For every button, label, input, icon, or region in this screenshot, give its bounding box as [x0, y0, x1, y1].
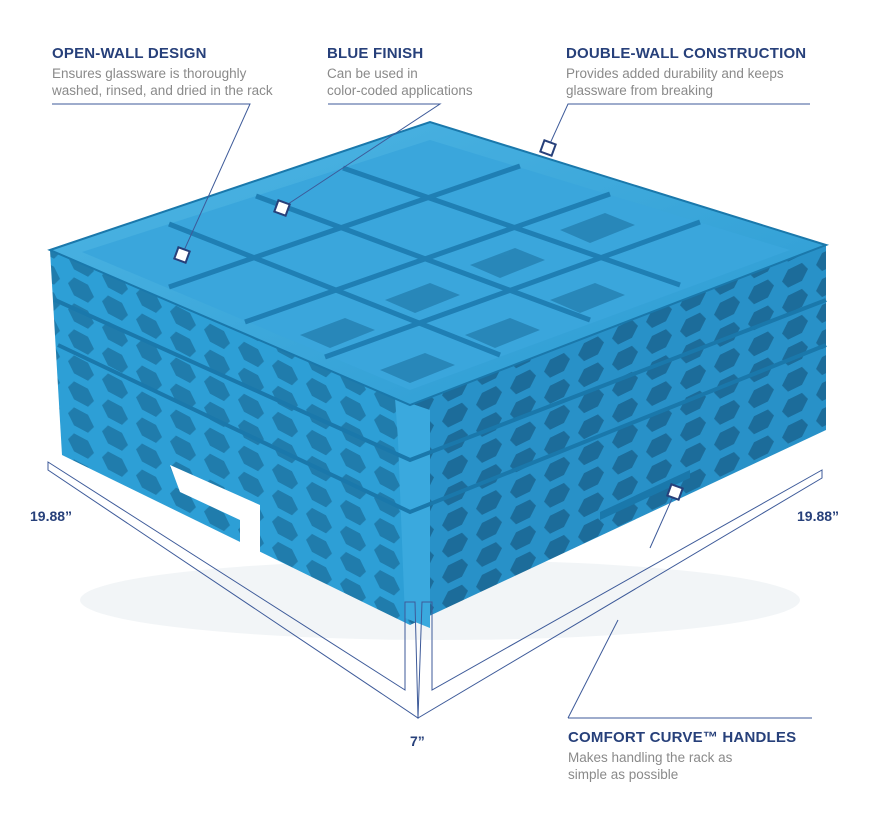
callout-desc-line: color-coded applications	[327, 83, 473, 98]
callout-blue-finish: BLUE FINISH Can be used in color-coded a…	[327, 45, 473, 99]
callout-desc-line: Makes handling the rack as	[568, 750, 733, 765]
left-handle	[170, 465, 260, 555]
callout-title: COMFORT CURVE™ HANDLES	[568, 729, 797, 746]
callout-title: BLUE FINISH	[327, 45, 424, 62]
right-handle	[600, 470, 690, 520]
callout-open-wall: OPEN-WALL DESIGN Ensures glassware is th…	[52, 45, 273, 99]
compartment-grid	[168, 163, 701, 360]
dimension-left: 19.88”	[30, 508, 73, 524]
callout-desc-line: washed, rinsed, and dried in the rack	[52, 83, 273, 98]
callout-title: OPEN-WALL DESIGN	[52, 45, 207, 62]
callout-desc-line: Provides added durability and keeps	[566, 66, 784, 81]
extender-seam	[54, 298, 827, 463]
callout-desc-line: Can be used in	[327, 66, 418, 81]
dimension-arrows	[47, 461, 823, 719]
extender-seam	[57, 343, 827, 515]
callout-desc-line: glassware from breaking	[566, 83, 714, 98]
callout-title: DOUBLE-WALL CONSTRUCTION	[566, 45, 807, 62]
callout-desc-line: simple as possible	[568, 767, 679, 782]
callout-double-wall: DOUBLE-WALL CONSTRUCTION Provides added …	[566, 45, 806, 99]
leader-lines	[52, 103, 812, 719]
callout-handles: COMFORT CURVE™ HANDLES Makes handling th…	[568, 729, 796, 783]
dimension-right: 19.88”	[797, 508, 840, 524]
callout-markers	[173, 139, 684, 501]
compartment-wells	[300, 213, 635, 383]
callout-desc-line: Ensures glassware is thoroughly	[52, 66, 247, 81]
dimension-height: 7”	[410, 733, 425, 749]
rack-left-wall	[50, 250, 410, 625]
